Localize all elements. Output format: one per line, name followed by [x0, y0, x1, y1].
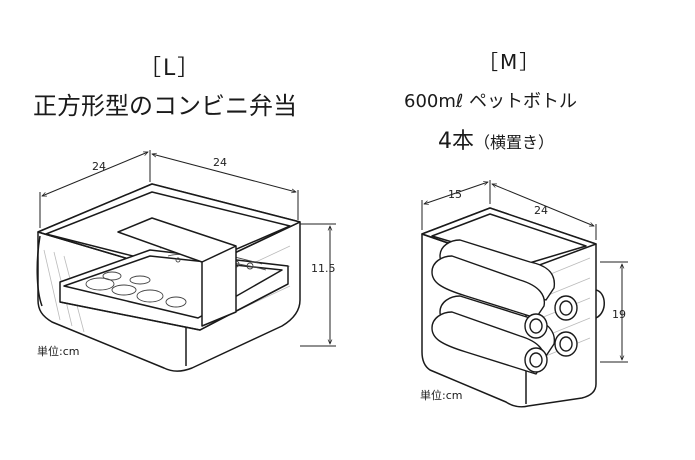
bottle-count: 4本 — [438, 129, 474, 154]
title-pet-bottle: 600mℓ ペットボトル — [404, 91, 578, 112]
unit-label-m: 単位:cm — [420, 389, 463, 402]
dim-l-height: 11.5 — [311, 262, 336, 275]
pet-bottles — [431, 239, 578, 375]
dim-l-width: 24 — [213, 156, 227, 169]
title-bento: 正方形型のコンビニ弁当 — [33, 92, 297, 120]
dimension-lines-l — [39, 150, 336, 347]
dim-l-depth: 24 — [92, 160, 106, 173]
dim-m-width: 24 — [534, 204, 548, 217]
bag-l-illustration — [36, 183, 301, 372]
title-bottle-count: 4本（横置き） — [438, 131, 554, 153]
dim-m-height: 19 — [612, 308, 626, 321]
bottle-orientation-note: （横置き） — [474, 133, 555, 152]
dimension-lines-m — [421, 180, 628, 363]
bag-m-illustration — [421, 207, 605, 408]
size-label-m: ［M］ — [478, 50, 542, 74]
size-label-l: ［L］ — [139, 56, 202, 81]
unit-label-l: 単位:cm — [37, 345, 80, 358]
dim-m-depth: 15 — [448, 188, 462, 201]
bottle-caps — [524, 295, 578, 373]
